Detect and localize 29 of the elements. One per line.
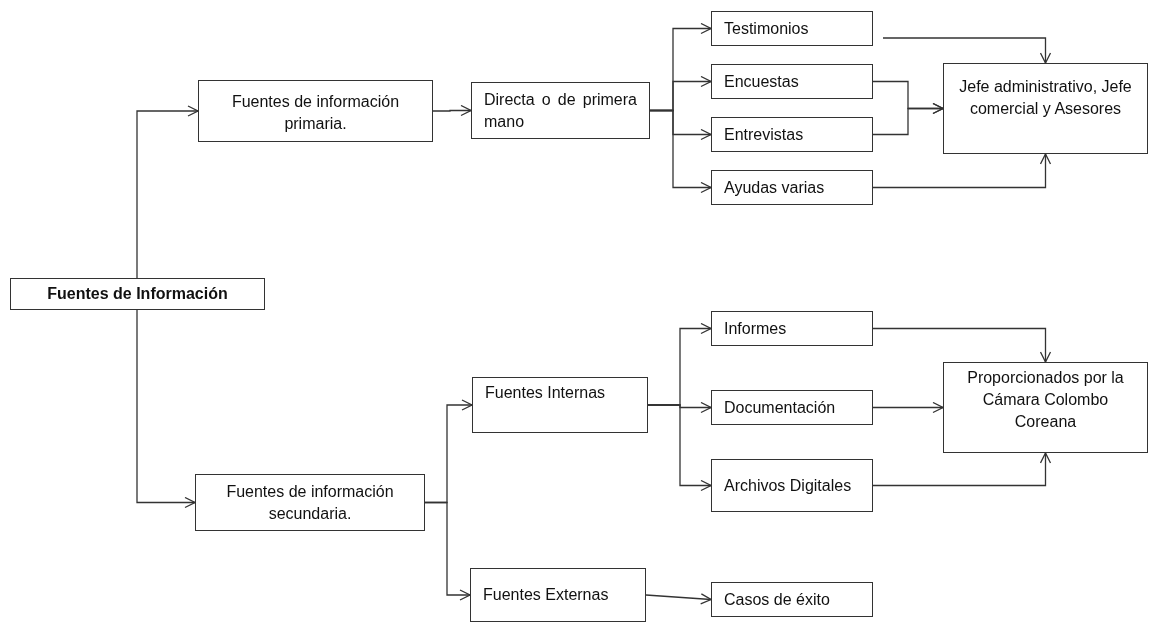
process-box: Testimonios [711,11,873,46]
process-box: Documentación [711,390,873,425]
arrow [882,37,1052,64]
process-box: Informes [711,311,873,346]
arrow [136,309,196,509]
arrow [432,104,472,117]
arrow [872,452,1052,487]
process-box: Proporcionados por la Cámara Colombo Coreana [943,362,1148,453]
process-box: Ayudas varias [711,170,873,205]
process-box: Encuestas [711,64,873,99]
process-box: Directa o de primera mano [471,82,650,139]
process-box: Fuentes de Información [10,278,265,310]
arrow [872,327,1052,363]
process-box: Fuentes Externas [470,568,646,622]
process-box: Fuentes de información primaria. [198,80,433,142]
process-box: Entrevistas [711,117,873,152]
arrow [872,401,944,414]
process-box: Fuentes Internas [472,377,648,433]
arrow [647,404,712,492]
arrow [872,153,1052,189]
arrow [645,593,712,605]
process-box: Casos de éxito [711,582,873,617]
arrow [872,102,944,136]
arrow [649,109,712,194]
process-box: Archivos Digitales [711,459,873,512]
process-box: Fuentes de información secundaria. [195,474,425,531]
arrow [424,501,471,601]
process-box: Jefe administrativo, Jefe comercial y Asesores [943,63,1148,154]
arrow [136,105,199,279]
